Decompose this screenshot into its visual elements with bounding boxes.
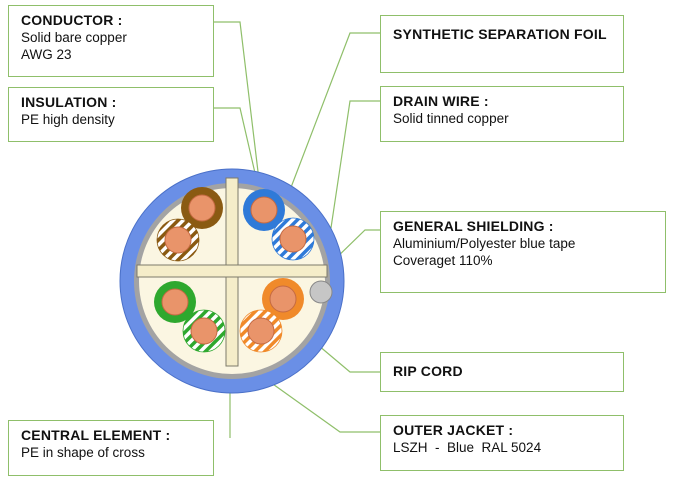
- callout-general-shielding-title: GENERAL SHIELDING :: [393, 218, 554, 234]
- leader-rip-cord: [311, 339, 380, 373]
- callout-drain-wire: DRAIN WIRE : Solid tinned copper: [380, 86, 624, 142]
- callout-central-element-title: CENTRAL ELEMENT :: [21, 427, 171, 443]
- callout-outer-jacket-line-1: LSZH - Blue RAL 5024: [393, 440, 542, 455]
- pair-brown: [156, 187, 223, 262]
- callout-general-shielding-line-1: Aluminium/Polyester blue tape: [393, 236, 576, 251]
- callout-insulation: INSULATION : PE high density: [8, 87, 214, 142]
- leader-drain-wire: [321, 100, 380, 289]
- pair-orange: [239, 278, 304, 353]
- drain-wire: [309, 280, 333, 304]
- callout-central-element-line-1: PE in shape of cross: [21, 445, 145, 460]
- leader-general-shielding: [329, 229, 380, 265]
- callout-outer-jacket: OUTER JACKET : LSZH - Blue RAL 5024: [380, 415, 624, 471]
- leader-synthetic-foil: [289, 32, 380, 191]
- callout-conductor-line-2: AWG 23: [21, 47, 72, 62]
- callout-rip-cord-title: RIP CORD: [393, 363, 463, 379]
- callout-synthetic-foil: SYNTHETIC SEPARATION FOIL: [380, 15, 624, 73]
- callout-general-shielding-line-2: Coveraget 110%: [393, 253, 493, 268]
- callout-central-element: CENTRAL ELEMENT : PE in shape of cross: [8, 420, 214, 476]
- leader-outer-jacket: [269, 381, 380, 433]
- leader-lines: [214, 21, 380, 438]
- callout-insulation-title: INSULATION :: [21, 94, 117, 110]
- callout-conductor-line-1: Solid bare copper: [21, 30, 127, 45]
- pair-blue: [243, 189, 315, 261]
- callout-synthetic-foil-title: SYNTHETIC SEPARATION FOIL: [393, 26, 607, 42]
- callout-outer-jacket-title: OUTER JACKET :: [393, 422, 514, 438]
- callout-conductor-title: CONDUCTOR :: [21, 12, 123, 28]
- callout-drain-wire-title: DRAIN WIRE :: [393, 93, 489, 109]
- callout-drain-wire-line-1: Solid tinned copper: [393, 111, 509, 126]
- pair-green: [154, 281, 226, 353]
- callout-rip-cord: RIP CORD: [380, 352, 624, 392]
- callout-conductor: CONDUCTOR : Solid bare copper AWG 23: [8, 5, 214, 77]
- callout-insulation-line-1: PE high density: [21, 112, 115, 127]
- leader-insulation: [214, 107, 259, 187]
- callout-general-shielding: GENERAL SHIELDING : Aluminium/Polyester …: [380, 211, 666, 293]
- leader-conductor: [214, 21, 263, 206]
